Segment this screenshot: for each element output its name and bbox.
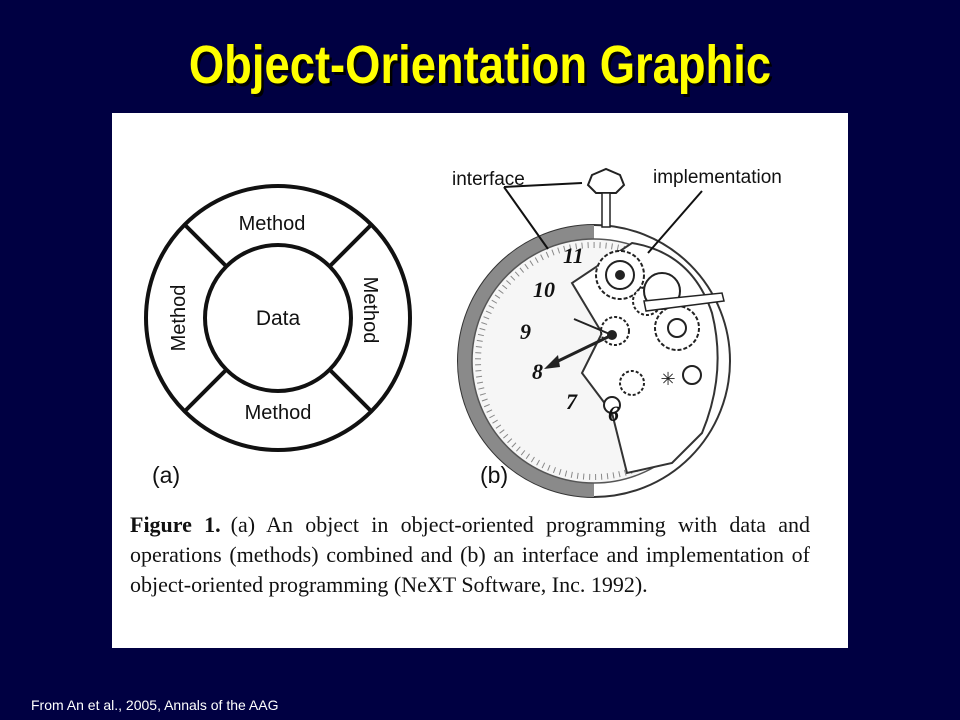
gear-pin — [615, 270, 625, 280]
dial-number: 11 — [563, 243, 584, 268]
dial-number: 9 — [520, 319, 531, 344]
caption-label: Figure 1. — [130, 512, 221, 537]
outer-ring — [144, 184, 412, 452]
watch-illustration: ✳ 11 10 9 8 7 6 interface implementation… — [452, 167, 782, 498]
interface-label: interface — [452, 169, 525, 190]
method-label-top: Method — [239, 213, 306, 235]
method-label-bottom: Method — [245, 402, 312, 424]
hour-hand-tip — [544, 355, 560, 369]
figure-illustration: Data Method Method Method Method (a) — [144, 167, 782, 498]
separator-line — [183, 223, 228, 268]
hour-hand — [553, 333, 613, 365]
panel-a-sublabel: (a) — [152, 462, 180, 488]
implementation-label: implementation — [653, 167, 782, 188]
caption-text: (a) An object in object-oriented program… — [130, 512, 811, 597]
dial-number: 7 — [566, 389, 578, 414]
gears — [595, 250, 702, 414]
citation: From An et al., 2005, Annals of the AAG — [31, 697, 279, 713]
separator-line — [328, 368, 373, 413]
method-label-left: Method — [168, 285, 190, 352]
separator-line — [328, 223, 373, 268]
interface-leader-line — [503, 182, 583, 188]
data-label: Data — [256, 307, 301, 330]
separator-line — [183, 368, 228, 413]
crown — [586, 167, 626, 194]
crown-stem — [601, 192, 611, 228]
screw-icon — [603, 396, 621, 414]
implementation-leader-line — [647, 190, 703, 254]
minute-hand — [573, 318, 613, 336]
inner-ring — [203, 243, 353, 393]
hands-pivot — [607, 330, 617, 340]
dial-number: 10 — [533, 277, 555, 302]
slide-title: Object-Orientation Graphic — [188, 35, 772, 95]
screw-icon — [682, 365, 702, 385]
panel-b-sublabel: (b) — [480, 462, 508, 488]
method-label-right: Method — [359, 277, 381, 344]
gear-icon — [619, 370, 645, 396]
balance-bar — [643, 292, 725, 312]
object-diagram: Data Method Method Method Method (a) — [144, 184, 412, 488]
figure-panel: Data Method Method Method Method (a) — [112, 113, 848, 648]
figure-caption: Figure 1.(a) An object in object-oriente… — [130, 510, 810, 600]
jewel-icon: ✳ — [660, 369, 675, 390]
dial-number: 8 — [532, 359, 543, 384]
dial-number: 6 — [608, 401, 619, 426]
gear-hub — [667, 318, 687, 338]
interface-leader-line — [503, 186, 549, 250]
